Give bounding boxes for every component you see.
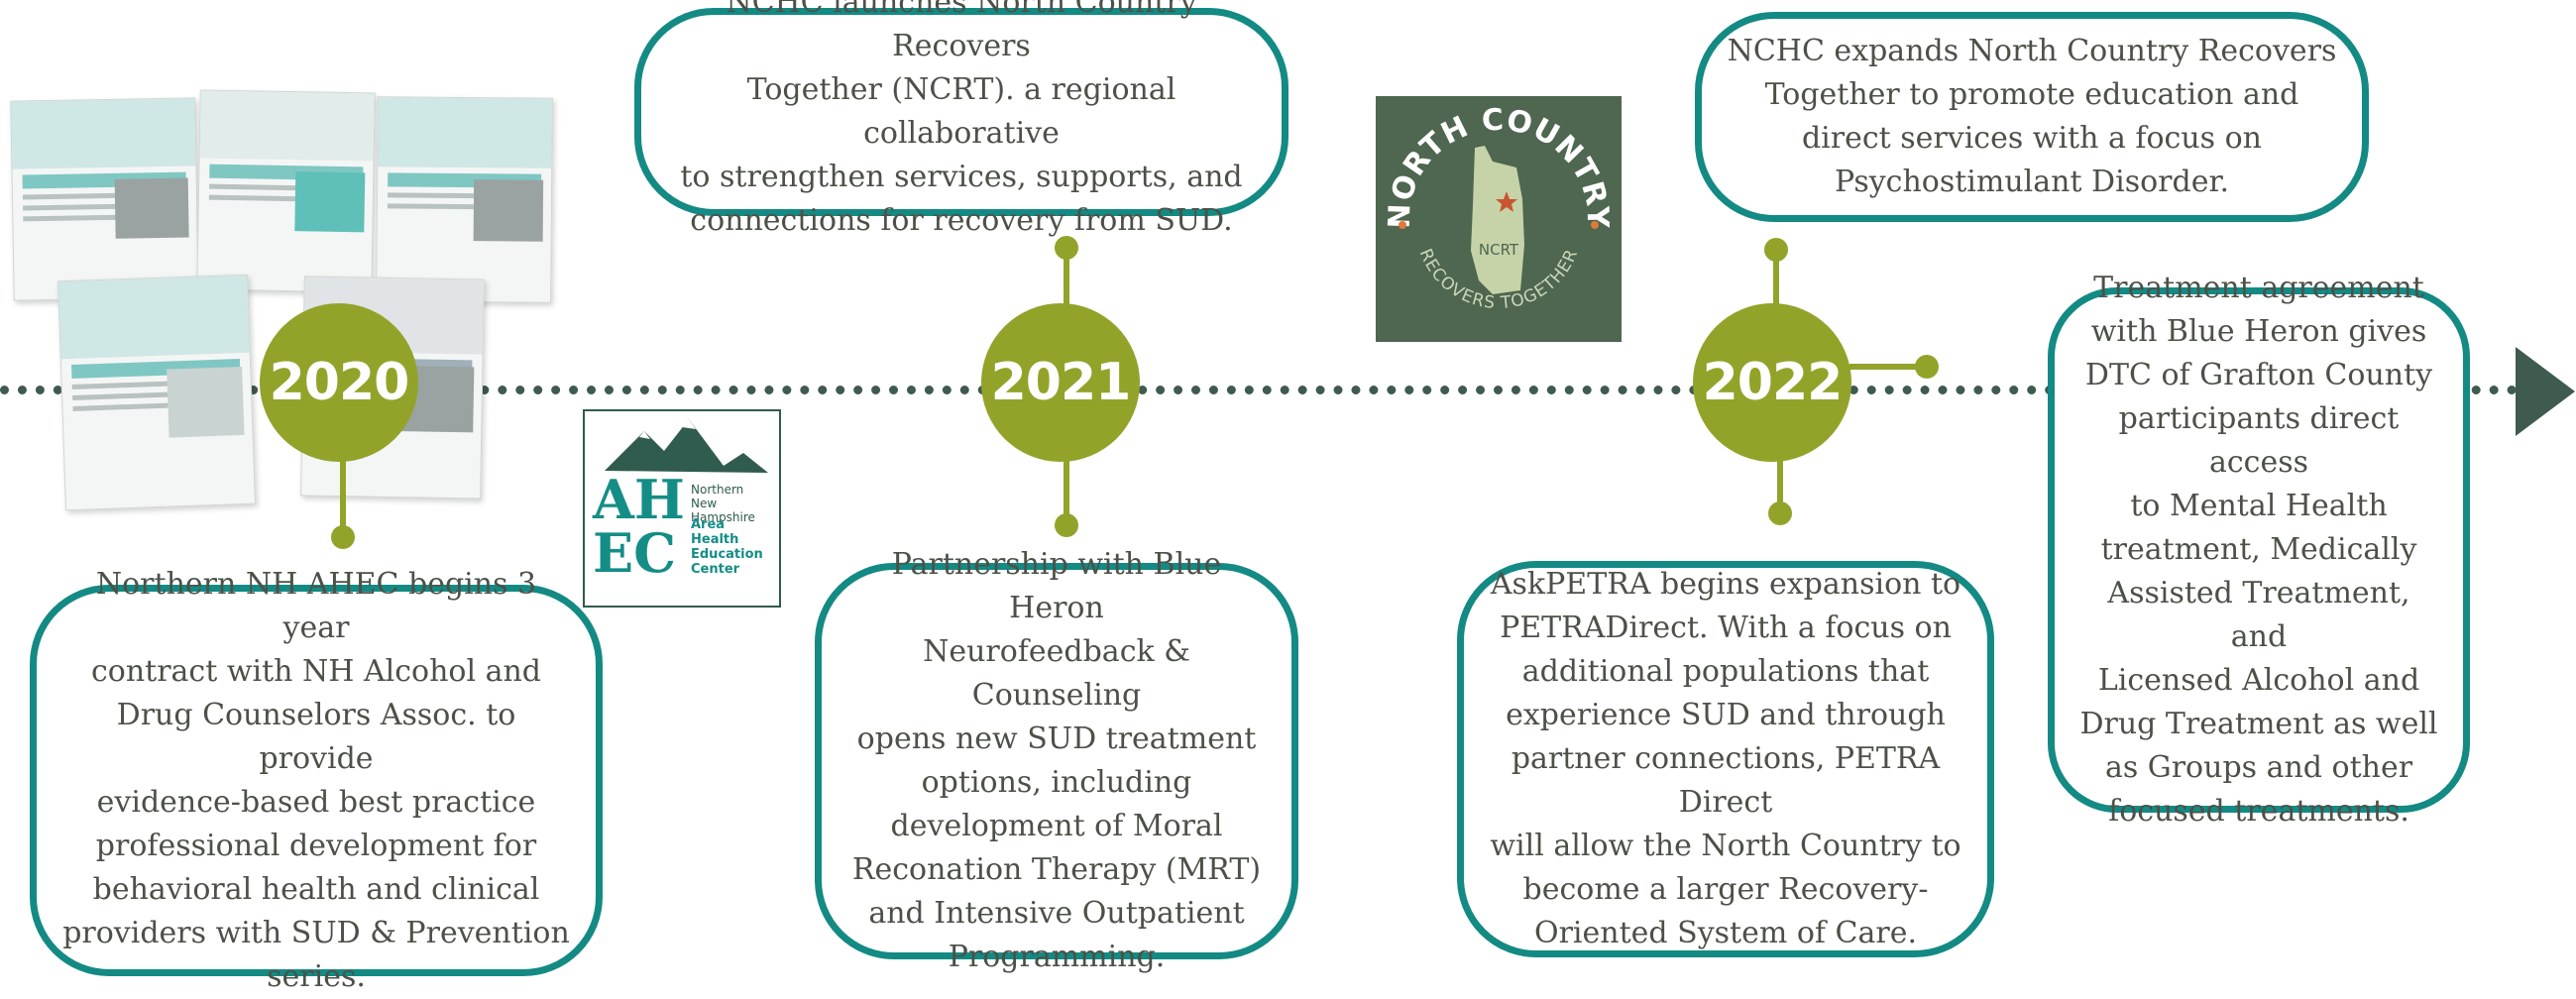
event-text-line: as Groups and other bbox=[2104, 750, 2413, 785]
year-2021-circle: 2021 bbox=[981, 303, 1140, 462]
ahec-logo-text: Health bbox=[691, 532, 739, 547]
event-text-line: DTC of Grafton County bbox=[2084, 358, 2433, 392]
event-text-line: Treatment agreement bbox=[2093, 271, 2424, 305]
event-text-line: become a larger Recovery- bbox=[1522, 872, 1929, 907]
event-text-line: partner connections, PETRA Direct bbox=[1511, 741, 1941, 820]
timeline-line bbox=[0, 386, 2518, 394]
event-text-line: additional populations that bbox=[1521, 654, 1930, 689]
event-text-line: contract with NH Alcohol and bbox=[90, 653, 542, 689]
ahec-logo-text: Area bbox=[691, 517, 726, 532]
event-text-line: evidence-based best practice bbox=[96, 784, 536, 820]
ahec-logo: AH EC Northern New Hampshire Area Health… bbox=[583, 409, 781, 608]
event-text-line: Oriented System of Care. bbox=[1533, 916, 1917, 950]
connector-dot bbox=[1055, 513, 1078, 537]
event-text-line: NCHC launches North Country Recovers bbox=[726, 0, 1197, 63]
event-text-line: participants direct access bbox=[2118, 401, 2400, 480]
year-label: 2020 bbox=[269, 353, 410, 412]
connector-stem bbox=[1064, 458, 1069, 517]
event-text-line: Together (NCRT). a regional collaborativ… bbox=[746, 72, 1176, 151]
connector-stem bbox=[340, 458, 346, 537]
event-2022-treatment-agreement: Treatment agreement with Blue Heron give… bbox=[2048, 271, 2470, 829]
year-label: 2021 bbox=[990, 353, 1132, 412]
event-text-line: Drug Counselors Assoc. to provide bbox=[116, 697, 516, 776]
ncrt-abbr: NCRT bbox=[1479, 241, 1519, 259]
event-text-line: AskPETRA begins expansion to bbox=[1490, 567, 1961, 602]
event-text-line: behavioral health and clinical bbox=[92, 871, 540, 907]
event-text-line: PETRADirect. With a focus on bbox=[1500, 610, 1952, 645]
event-text-line: and Intensive Outpatient bbox=[868, 896, 1245, 931]
event-text-line: Partnership with Blue Heron bbox=[891, 547, 1222, 625]
event-text-line: direct services with a focus on bbox=[1801, 121, 2262, 156]
connector-dot bbox=[1768, 501, 1792, 525]
event-text-line: to strengthen services, supports, and bbox=[680, 160, 1243, 194]
ahec-logo-text: New Hampshire bbox=[691, 497, 755, 524]
ahec-logo-text: EC bbox=[593, 521, 677, 585]
event-text-line: providers with SUD & Prevention bbox=[62, 915, 570, 950]
connector-stem bbox=[1064, 248, 1069, 312]
event-text-line: focused treatments. bbox=[2108, 794, 2409, 829]
event-2020-ahec: Northern NH AHEC begins 3 year contract … bbox=[30, 567, 603, 994]
year-2020-circle: 2020 bbox=[260, 303, 418, 462]
event-2022-ncrt-expand: NCHC expands North Country Recovers Toge… bbox=[1695, 12, 2369, 222]
event-2021-blue-heron: Partnership with Blue Heron Neurofeedbac… bbox=[815, 547, 1298, 974]
ahec-logo-text: AH bbox=[593, 468, 685, 531]
ncrt-emblem: NORTH COUNTRY RECOVERS TOGETHER NCRT bbox=[1383, 103, 1615, 314]
flyer-image bbox=[376, 96, 553, 303]
event-2021-ncrt-launch: NCHC launches North Country Recovers Tog… bbox=[634, 0, 1288, 238]
event-text-line: Programming. bbox=[948, 940, 1166, 974]
event-text-line: Neurofeedback & Counseling bbox=[923, 634, 1190, 713]
event-text-line: options, including bbox=[921, 765, 1192, 800]
event-text-line: Together to promote education and bbox=[1764, 77, 2299, 112]
flyer-image bbox=[57, 274, 256, 511]
event-text-line: series. bbox=[267, 958, 366, 994]
event-text-line: opens new SUD treatment bbox=[856, 722, 1257, 756]
ahec-logo-text: Education bbox=[691, 547, 763, 562]
connector-stem bbox=[1849, 364, 1923, 370]
ahec-logo-text: Northern bbox=[691, 483, 744, 497]
event-2022-petra: AskPETRA begins expansion to PETRADirect… bbox=[1457, 561, 1994, 957]
year-2022-circle: 2022 bbox=[1693, 303, 1851, 462]
connector-dot bbox=[331, 525, 355, 549]
flyer-image bbox=[10, 97, 199, 301]
event-text-line: treatment, Medically bbox=[2100, 532, 2417, 567]
event-text-line: Assisted Treatment, and bbox=[2107, 576, 2410, 654]
ncrt-logo: NORTH COUNTRY RECOVERS TOGETHER NCRT bbox=[1376, 96, 1622, 342]
event-text-line: Drug Treatment as well bbox=[2079, 707, 2438, 741]
connector-dot bbox=[1915, 355, 1939, 379]
event-text-line: will allow the North Country to bbox=[1490, 829, 1961, 863]
ahec-logo-text: Center bbox=[691, 562, 740, 577]
event-text-line: NCHC expands North Country Recovers bbox=[1727, 34, 2337, 68]
event-text-line: experience SUD and through bbox=[1506, 698, 1946, 732]
event-text-line: with Blue Heron gives bbox=[2090, 314, 2427, 349]
event-text-line: Northern NH AHEC begins 3 year bbox=[95, 566, 537, 645]
connector-stem bbox=[1773, 250, 1779, 311]
event-text-line: to Mental Health bbox=[2130, 489, 2388, 523]
year-label: 2022 bbox=[1702, 353, 1844, 412]
mountain-icon bbox=[605, 419, 768, 473]
timeline-arrow-icon bbox=[2516, 347, 2575, 436]
event-text-line: Reconation Therapy (MRT) bbox=[851, 852, 1262, 887]
event-text-line: Psychostimulant Disorder. bbox=[1834, 165, 2230, 199]
flyer-image bbox=[196, 89, 376, 293]
event-text-line: connections for recovery from SUD. bbox=[690, 203, 1233, 238]
event-text-line: Licensed Alcohol and bbox=[2097, 663, 2420, 698]
event-text-line: development of Moral bbox=[890, 809, 1223, 843]
event-text-line: professional development for bbox=[95, 828, 537, 863]
connector-stem bbox=[1777, 458, 1783, 515]
